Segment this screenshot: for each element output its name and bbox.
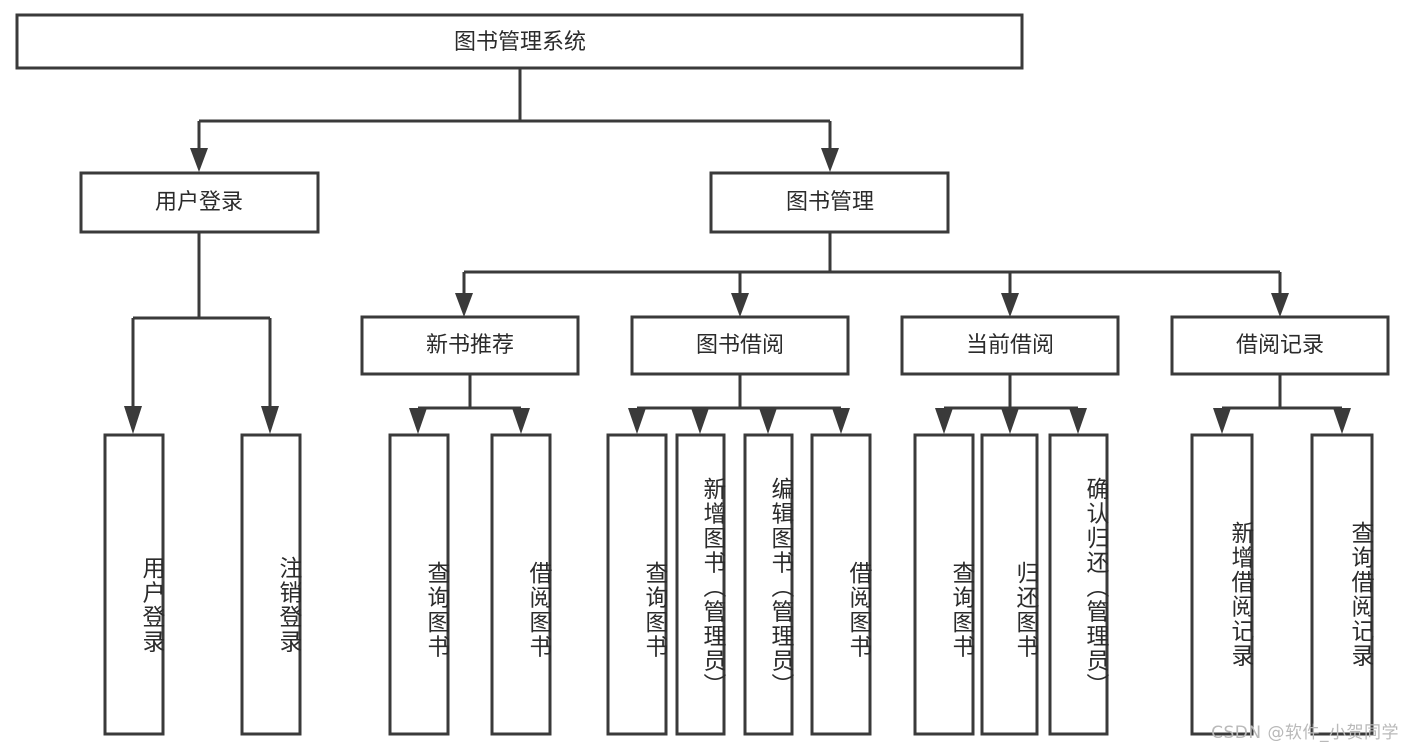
arrow-bb-leaf4-icon	[832, 408, 850, 434]
arrow-to-current-borrow-icon	[1001, 293, 1019, 317]
arrow-bb-leaf2-icon	[691, 408, 709, 434]
arrow-to-book-borrow-icon	[731, 293, 749, 317]
leaf-box-query-book-2[interactable]	[606, 433, 668, 736]
leaf-box-user-logout[interactable]	[240, 433, 302, 736]
arrow-bb-leaf1-icon	[628, 408, 646, 434]
node-book-borrow-box[interactable]	[630, 315, 850, 376]
csdn-watermark: CSDN @软件_小贺同学	[1211, 723, 1399, 743]
connectors-group	[124, 69, 1351, 434]
node-user-login-label: 用户登录	[155, 190, 243, 215]
node-current-borrow[interactable]: 当前借阅	[900, 315, 1120, 376]
arrow-to-user-login-icon	[190, 148, 208, 172]
leaf-box-confirm-return[interactable]	[1048, 433, 1109, 736]
leaf-box-edit-book[interactable]	[743, 433, 794, 736]
arrow-cb-leaf1-icon	[935, 408, 953, 434]
leaf-boxes-group	[103, 433, 1374, 736]
arrow-br-leaf2-icon	[1333, 408, 1351, 434]
leaf-box-user-login[interactable]	[103, 433, 165, 736]
node-user-login[interactable]: 用户登录	[79, 171, 320, 234]
node-new-book-recommend-box[interactable]	[360, 315, 580, 376]
arrow-nbr-leaf1-icon	[409, 408, 427, 434]
arrow-to-book-manage-icon	[821, 148, 839, 172]
leaf-box-add-record[interactable]	[1190, 433, 1254, 736]
node-new-book-recommend[interactable]: 新书推荐	[360, 315, 580, 376]
node-current-borrow-box[interactable]	[900, 315, 1120, 376]
arrow-br-leaf1-icon	[1213, 408, 1231, 434]
arrow-nbr-leaf2-icon	[512, 408, 530, 434]
node-book-borrow[interactable]: 图书借阅	[630, 315, 850, 376]
leaf-box-borrow-book-2[interactable]	[810, 433, 872, 736]
arrow-bb-leaf3-icon	[759, 408, 777, 434]
leaf-box-query-book-3[interactable]	[913, 433, 975, 736]
node-borrow-record-box[interactable]	[1170, 315, 1390, 376]
arrow-cb-leaf2-icon	[1001, 408, 1019, 434]
leaf-box-query-record[interactable]	[1310, 433, 1374, 736]
leaf-box-query-book-1[interactable]	[388, 433, 450, 736]
node-borrow-record-label: 借阅记录	[1236, 333, 1324, 358]
leaf-box-add-book[interactable]	[675, 433, 726, 736]
node-root[interactable]: 图书管理系统	[15, 13, 1024, 70]
node-book-manage-box[interactable]	[709, 171, 950, 234]
node-new-book-recommend-label: 新书推荐	[426, 333, 514, 358]
arrow-user-login-leaf2-icon	[261, 406, 279, 434]
arrow-user-login-leaf1-icon	[124, 406, 142, 434]
leaf-box-return-book[interactable]	[980, 433, 1039, 736]
node-user-login-box[interactable]	[79, 171, 320, 234]
arrow-to-new-book-recommend-icon	[455, 293, 473, 317]
node-book-manage[interactable]: 图书管理	[709, 171, 950, 234]
node-book-borrow-label: 图书借阅	[696, 333, 784, 358]
node-root-label: 图书管理系统	[454, 30, 586, 55]
arrow-to-borrow-record-icon	[1271, 293, 1289, 317]
node-root-box[interactable]	[15, 13, 1024, 70]
node-borrow-record[interactable]: 借阅记录	[1170, 315, 1390, 376]
arrow-cb-leaf3-icon	[1069, 408, 1087, 434]
node-current-borrow-label: 当前借阅	[966, 333, 1054, 358]
node-book-manage-label: 图书管理	[786, 190, 874, 215]
leaf-box-borrow-book-1[interactable]	[490, 433, 552, 736]
